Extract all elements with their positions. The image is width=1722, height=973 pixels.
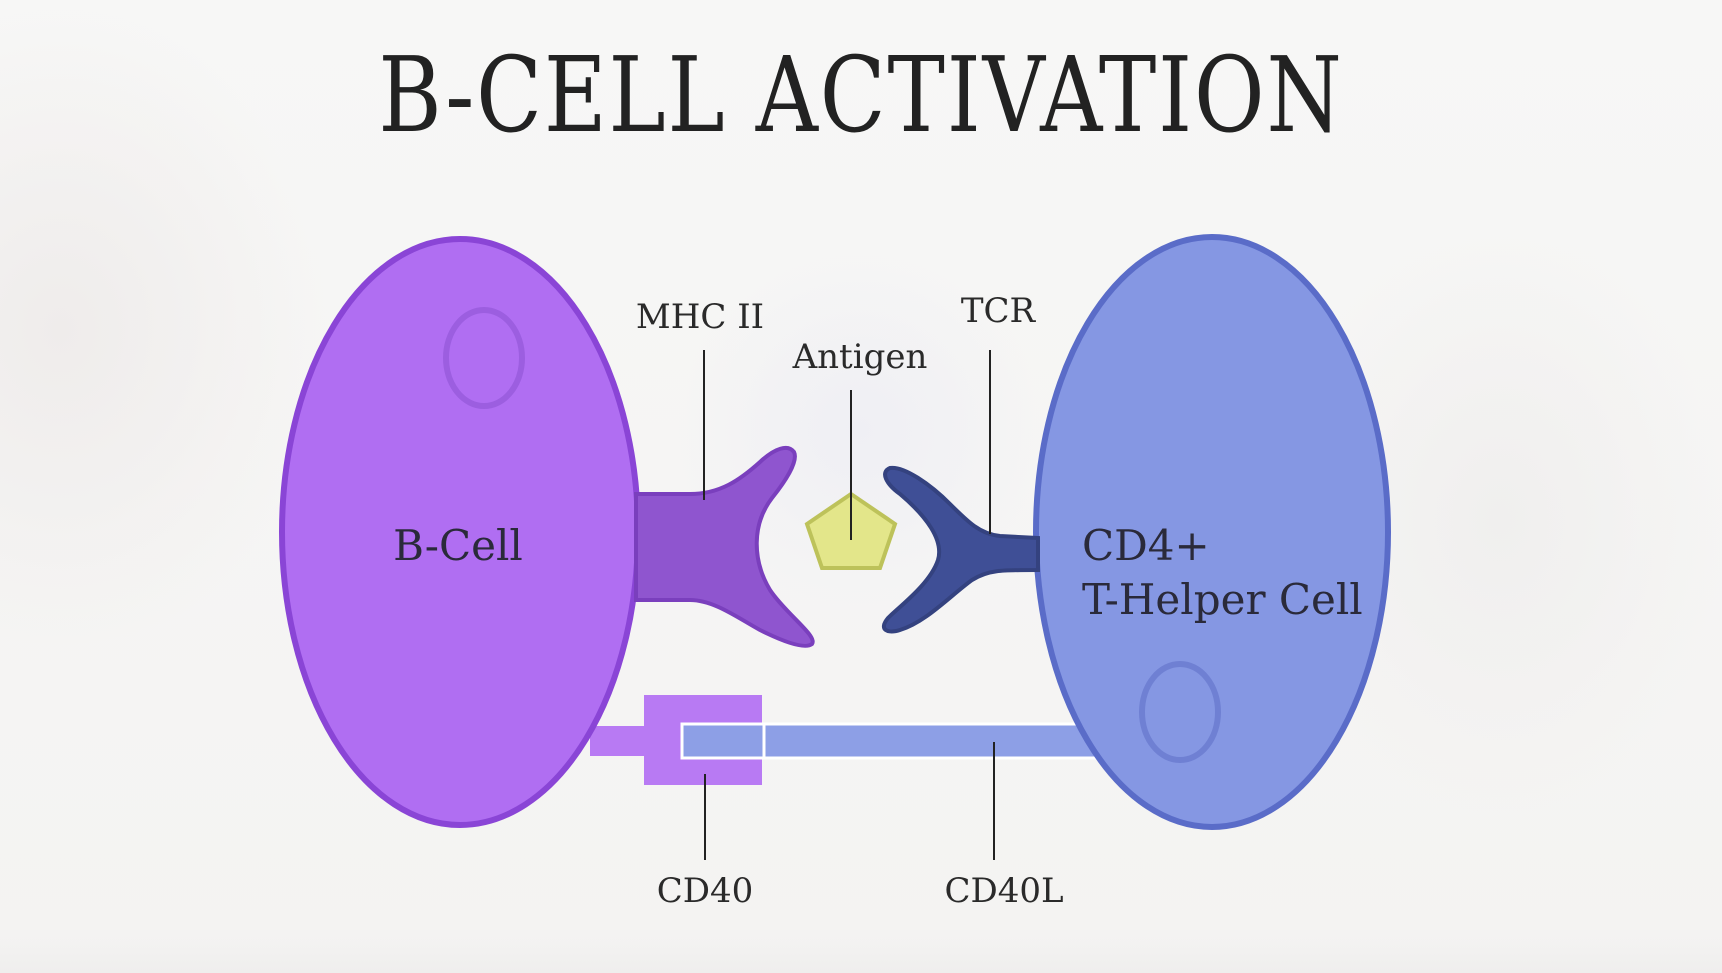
tcr-label: TCR [961,291,1037,331]
t-helper-cell [1033,234,1391,830]
t-cell-label-line1: CD4+ [1082,521,1210,570]
mhc-ii-label: MHC II [636,297,764,337]
cd40-stem [590,726,650,756]
t-cell-label-line2: T-Helper Cell [1082,575,1363,624]
mhc-ii-receptor [634,445,815,648]
b-cell-label: B-Cell [393,521,523,570]
page-title: B-CELL ACTIVATION [378,34,1344,156]
cd40-notch [680,722,766,760]
cd40l-label: CD40L [944,871,1063,911]
b-cell-nucleus [443,307,525,409]
t-cell-nucleus [1139,661,1221,763]
antigen-label: Antigen [792,337,928,377]
cd40-label: CD40 [657,871,754,911]
bottom-fade [0,935,1722,973]
tcr-receptor [881,465,1040,634]
